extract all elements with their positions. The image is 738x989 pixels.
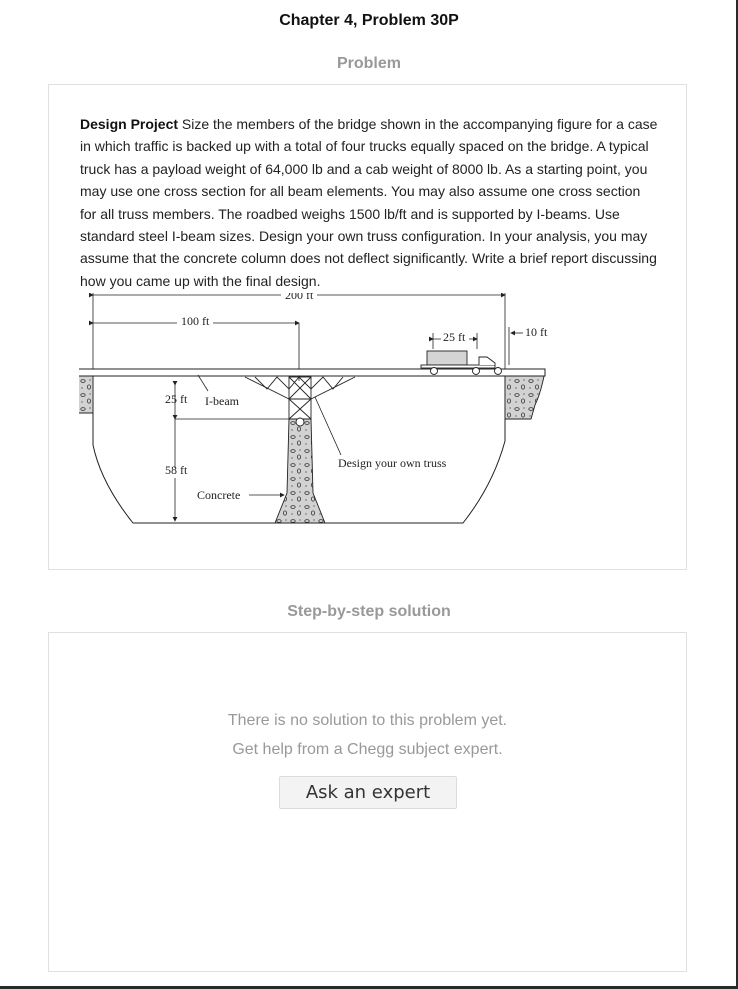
window-frame-right	[736, 0, 738, 989]
problem-lead: Design Project	[80, 116, 179, 132]
dim-200ft: 200 ft	[285, 293, 314, 302]
dim-25ft-truss: 25 ft	[165, 392, 188, 406]
truss	[244, 376, 356, 427]
problem-statement: Design Project Size the members of the b…	[80, 113, 658, 292]
label-design-truss: Design your own truss	[338, 456, 447, 470]
left-abutment	[79, 370, 94, 414]
roadbed	[79, 368, 546, 377]
right-abutment	[504, 370, 546, 420]
dimension-lines	[89, 293, 523, 522]
concrete-column	[274, 418, 326, 524]
solution-heading: Step-by-step solution	[287, 603, 451, 620]
dim-100ft: 100 ft	[181, 314, 210, 328]
problem-heading: Problem	[336, 55, 401, 72]
solution-card: There is no solution to this problem yet…	[48, 632, 687, 972]
label-concrete: Concrete	[197, 488, 240, 502]
label-i-beam: I-beam	[205, 394, 240, 408]
dim-58ft: 58 ft	[165, 463, 188, 477]
chapter-title: Chapter 4, Problem 30P	[279, 12, 459, 29]
problem-body: Size the members of the bridge shown in …	[80, 116, 658, 289]
ask-an-expert-button[interactable]: Ask an expert	[279, 776, 457, 809]
window-frame-bottom	[0, 986, 738, 989]
no-solution-message: There is no solution to this problem yet…	[227, 712, 508, 729]
bridge-figure: 200 ft 100 ft 25 ft 10 ft 25 ft 58 ft	[79, 293, 548, 524]
dim-25ft-truck: 25 ft	[443, 330, 466, 344]
dim-10ft: 10 ft	[525, 325, 548, 339]
problem-card: Design Project Size the members of the b…	[48, 84, 687, 570]
expert-help-message: Get help from a Chegg subject expert.	[232, 741, 503, 758]
truck	[420, 350, 502, 375]
